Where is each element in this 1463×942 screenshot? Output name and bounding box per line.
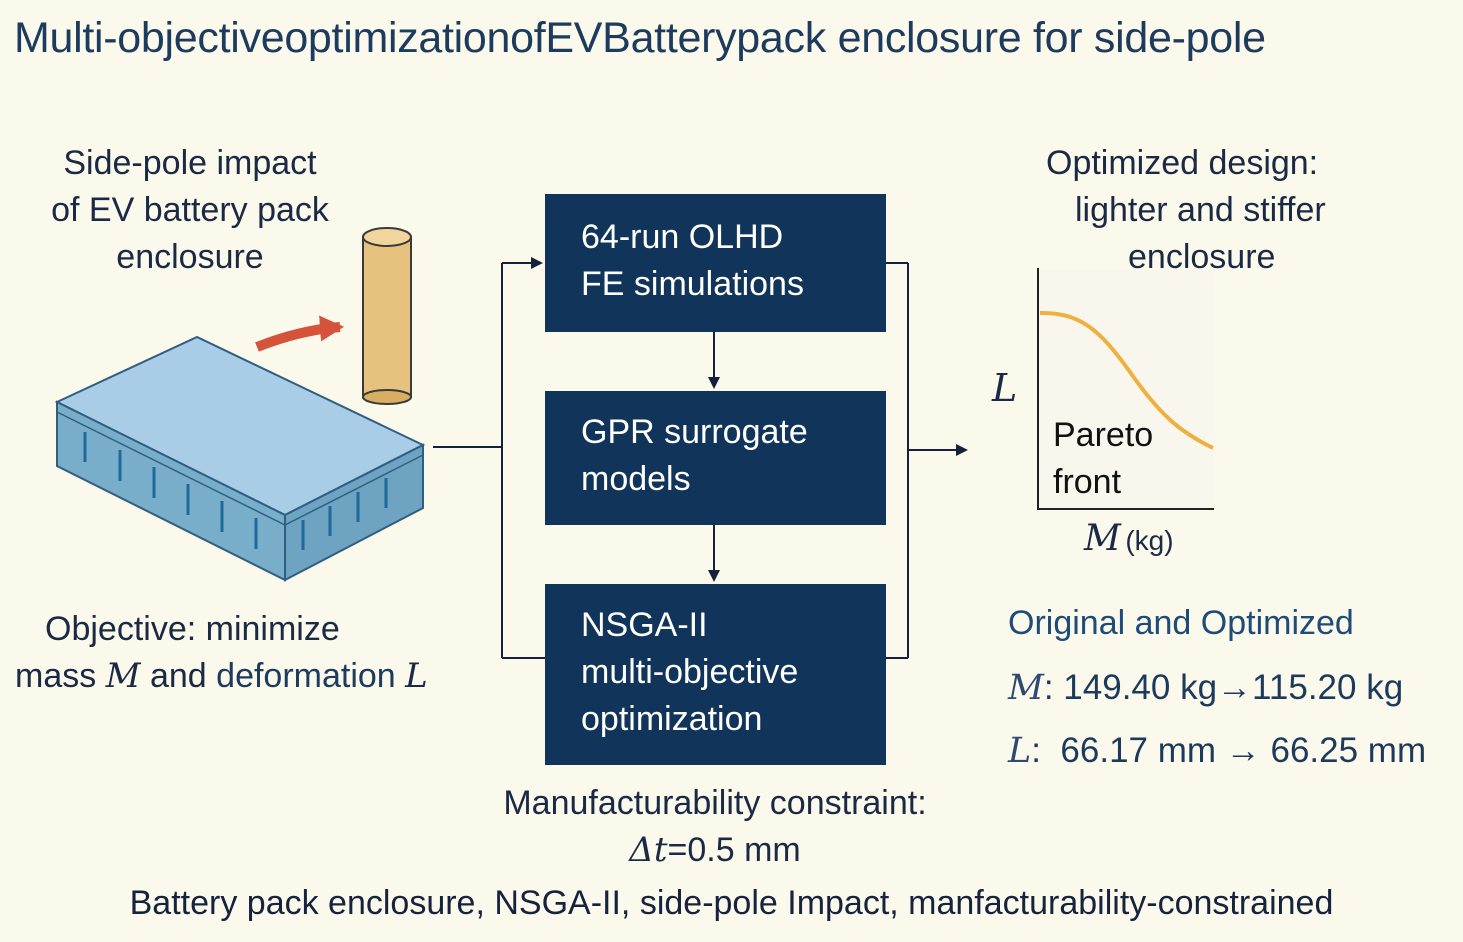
objective-deformation-symbol: L [405,656,428,696]
impact-arrow-icon [255,315,344,352]
deformation-result-value: : 66.17 mm → 66.25 mm [1031,731,1427,770]
box-gpr-line: GPR surrogate [581,413,808,451]
box-gpr-line: models [581,460,691,498]
plot-x-label-var: M [1084,518,1121,559]
objective-text: Objective: minimize mass M and deformati… [15,606,428,700]
box-nsga-line: optimization [581,700,763,738]
plot-y-label: L [992,366,1018,410]
keywords-footer: Battery pack enclosure, NSGA-II, side-po… [129,884,1334,922]
pareto-front-curve [1039,310,1214,450]
constraint-text: Manufacturability constraint: Δt=0.5 mm [440,780,990,874]
pareto-front-label: Pareto front [1053,412,1153,506]
right-caption: Optimized design: lighter and stiffer en… [1030,140,1390,281]
pareto-label-line: Pareto [1053,416,1154,454]
left-caption-line: of EV battery pack [51,191,329,229]
constraint-line1: Manufacturability constraint: [503,784,927,822]
constraint-symbol: Δt [629,830,668,870]
deformation-result: L: 66.17 mm → 66.25 mm [1008,731,1426,771]
constraint-value: =0.5 mm [667,831,801,869]
page-title: Multi-objectiveoptimizationofEVBatterypa… [14,14,1266,62]
left-caption-line: Side-pole impact [63,144,317,182]
box-ohld-line: 64-run OLHD [581,218,784,256]
objective-mass-symbol: M [105,656,141,696]
plot-x-label-unit: (kg) [1125,525,1174,556]
left-caption: Side-pole impact of EV battery pack encl… [30,140,350,281]
right-caption-line: Optimized design: [1046,144,1319,182]
pole-icon [362,227,412,405]
right-caption-line: enclosure [1128,238,1276,276]
objective-deformation: deformation [216,657,396,695]
flow-connectors [433,257,968,659]
mass-result: M: 149.40 kg→115.20 kg [1008,668,1403,708]
pareto-label-line: front [1053,463,1122,501]
mass-result-symbol: M [1008,668,1044,708]
objective-mass-prefix: mass [15,657,97,695]
constraint-line2: Δt=0.5 mm [440,827,990,874]
objective-line1: Objective: minimize [45,610,340,648]
results-header: Original and Optimized [1008,604,1354,642]
plot-x-label: M (kg) [1084,518,1174,559]
mass-result-value: : 149.40 kg→115.20 kg [1043,668,1404,707]
objective-and: and [149,657,207,695]
box-nsga-line: multi-objective [581,653,799,691]
box-nsga-line: NSGA-II [581,606,708,644]
deformation-result-symbol: L [1008,731,1032,771]
objective-line2: mass M and deformation L [15,653,428,700]
battery-pack-icon [54,335,426,582]
left-caption-line: enclosure [116,238,264,276]
box-ohld-line: FE simulations [581,265,804,303]
box-nsga-optimization: NSGA-II multi-objective optimization [545,584,886,765]
box-ohld-simulations: 64-run OLHD FE simulations [545,194,886,332]
right-caption-line: lighter and stiffer [1075,191,1326,229]
box-gpr-surrogate: GPR surrogate models [545,391,886,525]
pareto-plot [1037,268,1214,510]
